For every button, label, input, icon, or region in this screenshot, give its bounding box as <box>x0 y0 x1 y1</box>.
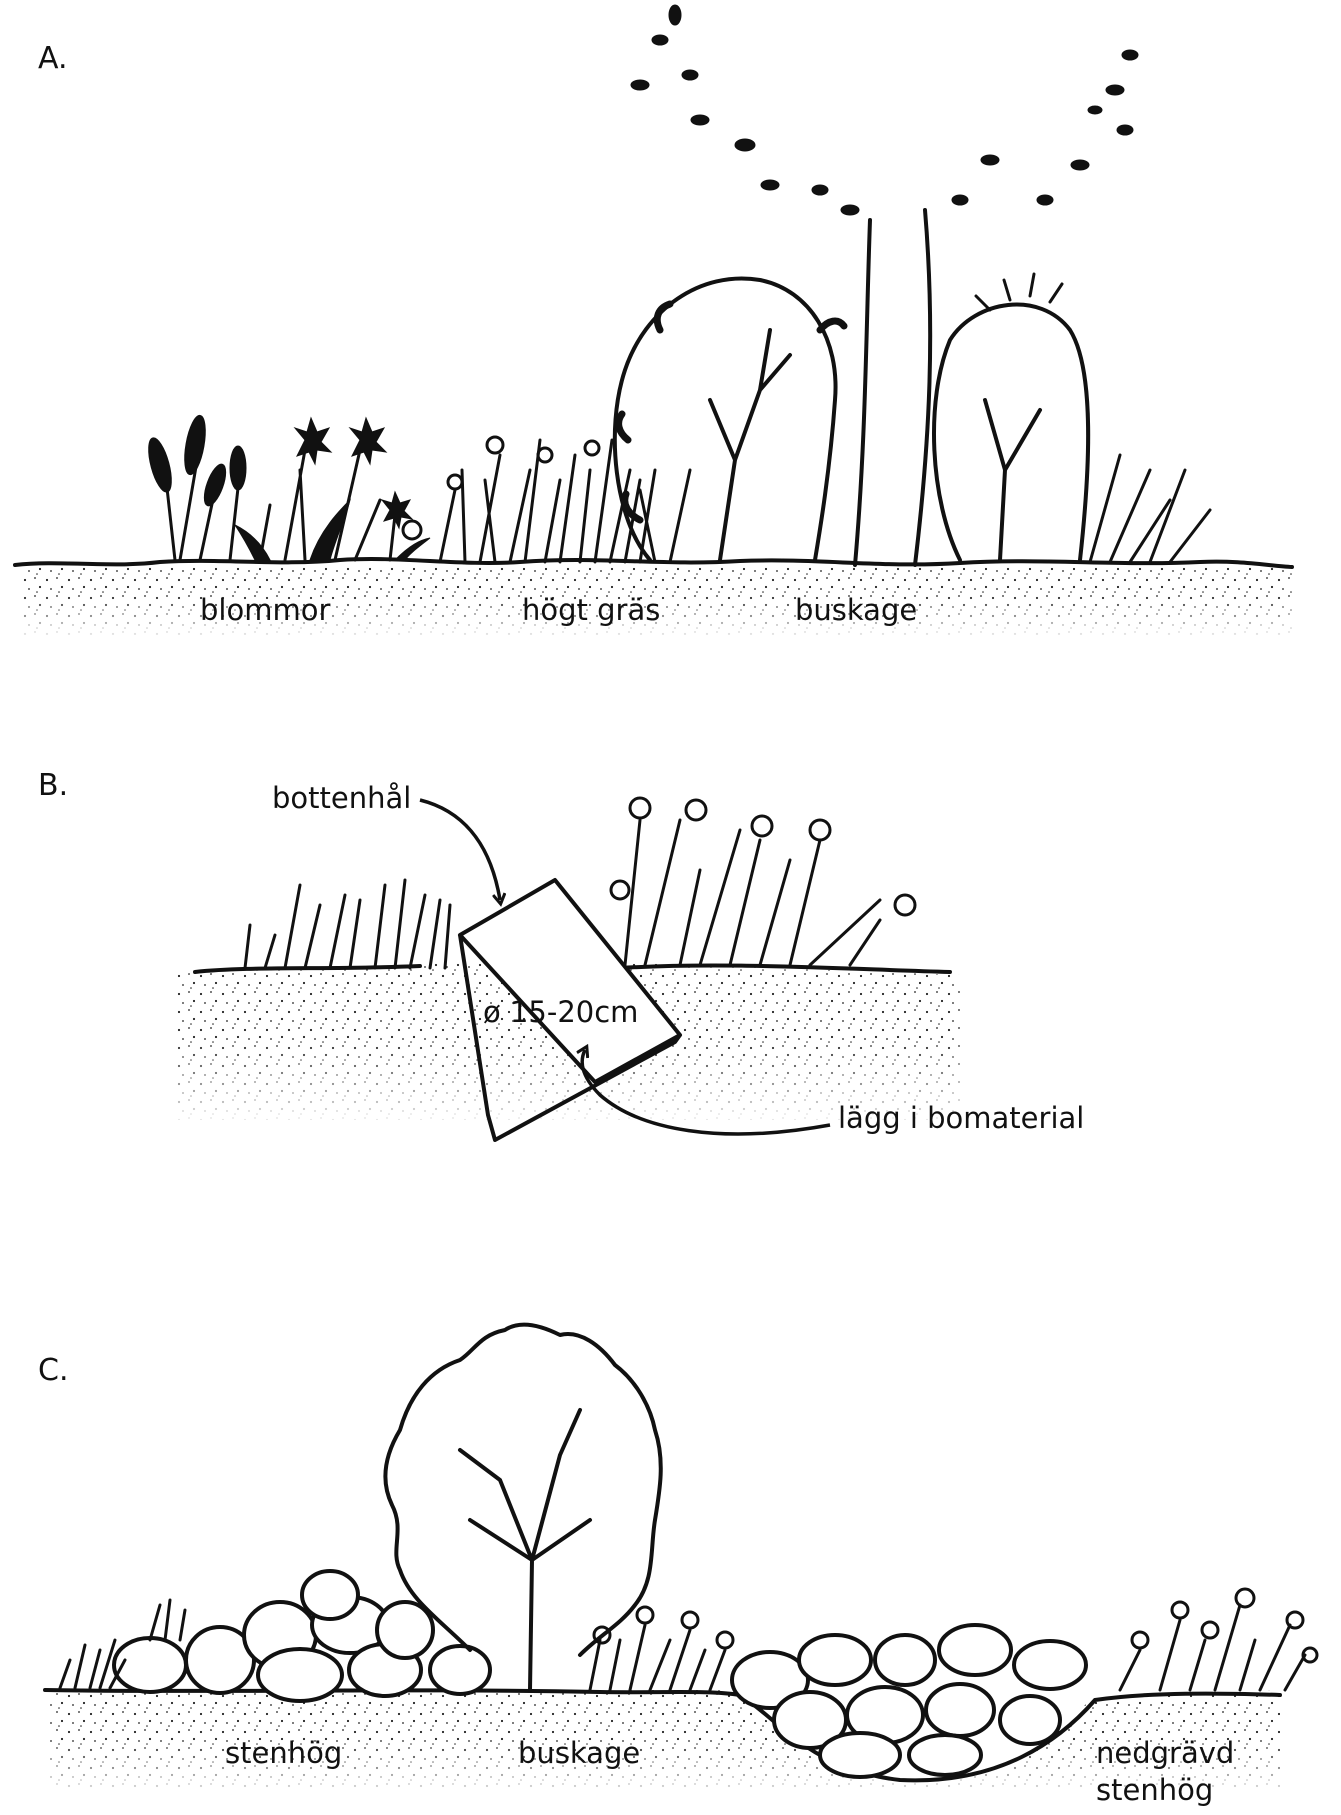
arrow-bottom-hole <box>420 800 500 900</box>
label-buried-line2: stenhög <box>1096 1773 1213 1807</box>
label-buried-line1: nedgrävd <box>1096 1736 1234 1770</box>
panel-a: A. <box>15 5 1292 640</box>
grass-right <box>1090 455 1210 562</box>
label-add-nesting: lägg i bomaterial <box>838 1101 1084 1135</box>
panel-c-label: C. <box>38 1353 68 1388</box>
tall-grass-cluster <box>440 437 690 562</box>
label-tall-grass: högt gräs <box>522 593 660 627</box>
flowers-middle-c <box>590 1607 733 1690</box>
flowers-right-b <box>611 798 915 965</box>
panel-b: B. ø 15-20cm bottenhål lä <box>38 768 1084 1140</box>
shrub-rounded <box>615 278 844 560</box>
label-stone-pile: stenhög <box>225 1736 342 1770</box>
panel-b-label: B. <box>38 768 68 803</box>
panel-a-label: A. <box>38 41 68 76</box>
flowers-cluster <box>144 414 430 560</box>
stone-pile-left <box>114 1571 490 1701</box>
label-shrubs-a: buskage <box>795 593 917 627</box>
label-shrubs-c: buskage <box>518 1736 640 1770</box>
panel-c: C. <box>38 1325 1317 1807</box>
label-flowers: blommor <box>200 593 330 627</box>
grass-left-b <box>245 880 450 968</box>
shrub-dense <box>934 274 1088 560</box>
label-bottom-hole: bottenhål <box>272 781 411 815</box>
label-diameter: ø 15-20cm <box>483 995 638 1029</box>
flowers-right-c <box>1120 1589 1317 1690</box>
